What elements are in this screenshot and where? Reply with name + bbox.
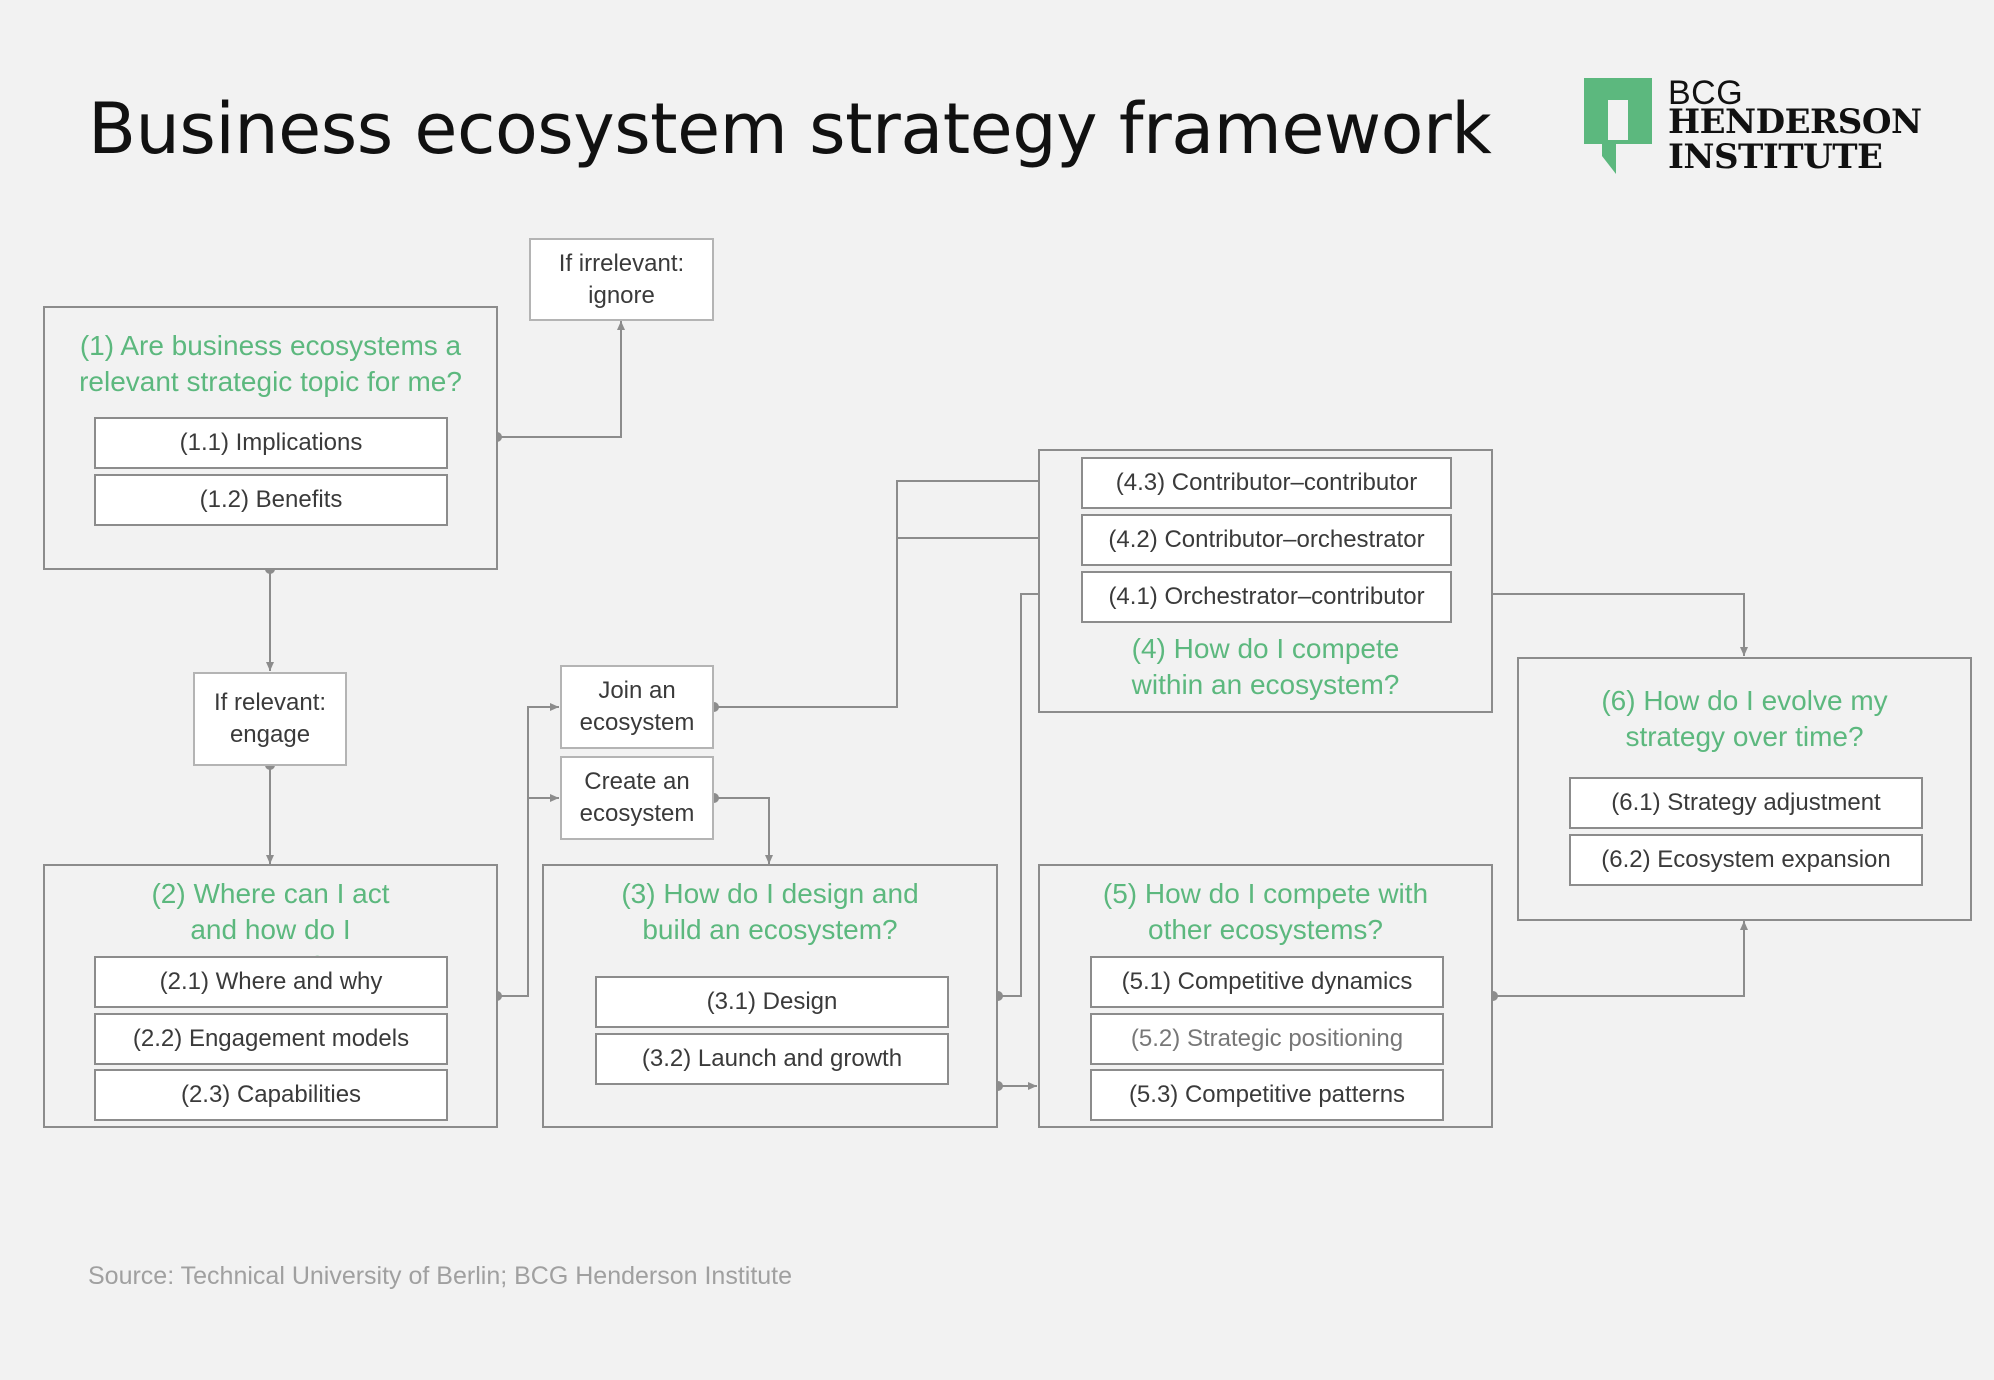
bcg-henderson-logo: BCG HENDERSON INSTITUTE bbox=[1584, 74, 1924, 184]
create-ecosystem-label: Create an ecosystem bbox=[579, 768, 695, 827]
page-title: Business ecosystem strategy framework bbox=[88, 88, 1492, 170]
item-6-1: (6.1) Strategy adjustment bbox=[1569, 777, 1923, 829]
item-1-1: (1.1) Implications bbox=[94, 417, 448, 469]
logo-text-bcg: BCG bbox=[1668, 74, 1744, 112]
box-1-relevance: (1) Are business ecosystems a relevant s… bbox=[43, 306, 498, 570]
if-relevant-box: If relevant: engage bbox=[193, 672, 347, 766]
box-5-question: (5) How do I compete with other ecosyste… bbox=[1102, 878, 1429, 945]
logo-mark-icon bbox=[1584, 78, 1652, 174]
item-5-1: (5.1) Competitive dynamics bbox=[1090, 956, 1444, 1008]
item-1-2: (1.2) Benefits bbox=[94, 474, 448, 526]
box-1-question: (1) Are business ecosystems a relevant s… bbox=[79, 330, 462, 397]
item-2-1: (2.1) Where and why bbox=[94, 956, 448, 1008]
box-5-compete-other: (5) How do I compete with other ecosyste… bbox=[1038, 864, 1493, 1128]
join-ecosystem-label: Join an ecosystem bbox=[579, 677, 695, 736]
source-note: Source: Technical University of Berlin; … bbox=[88, 1262, 793, 1290]
connector-box2-join bbox=[497, 703, 559, 997]
item-4-3: (4.3) Contributor–contributor bbox=[1081, 457, 1452, 509]
connector-box1-irrelevant bbox=[497, 321, 625, 438]
item-5-3: (5.3) Competitive patterns bbox=[1090, 1069, 1444, 1121]
box-6-question: (6) How do I evolve my strategy over tim… bbox=[1601, 685, 1888, 752]
if-relevant-label: If relevant: engage bbox=[213, 689, 327, 748]
item-4-2: (4.2) Contributor–orchestrator bbox=[1081, 514, 1452, 566]
box-2-where-engage: (2) Where can I act and how do I engage?… bbox=[43, 864, 498, 1128]
item-3-2: (3.2) Launch and growth bbox=[595, 1033, 949, 1085]
connector-4-1-box6 bbox=[1450, 593, 1748, 656]
logo-text-henderson-institute: HENDERSON INSTITUTE bbox=[1668, 105, 1922, 175]
item-6-2: (6.2) Ecosystem expansion bbox=[1569, 834, 1923, 886]
logo-text-institute: INSTITUTE bbox=[1668, 137, 1883, 177]
logo-text-henderson: HENDERSON bbox=[1668, 102, 1922, 142]
box-3-design-build: (3) How do I design and build an ecosyst… bbox=[542, 864, 998, 1128]
create-ecosystem-box: Create an ecosystem bbox=[560, 756, 714, 840]
box-3-question: (3) How do I design and build an ecosyst… bbox=[621, 878, 919, 945]
item-3-1: (3.1) Design bbox=[595, 976, 949, 1028]
item-5-2: (5.2) Strategic positioning bbox=[1090, 1013, 1444, 1065]
connector-box5-box6 bbox=[1493, 921, 1748, 997]
join-ecosystem-box: Join an ecosystem bbox=[560, 665, 714, 749]
box-4-compete-within: (4.3) Contributor–contributor (4.2) Cont… bbox=[1038, 449, 1493, 713]
if-irrelevant-box: If irrelevant: ignore bbox=[529, 238, 714, 321]
item-2-3: (2.3) Capabilities bbox=[94, 1069, 448, 1121]
connector-join-4-3 bbox=[714, 477, 1078, 708]
box-4-question: (4) How do I compete within an ecosystem… bbox=[1131, 633, 1400, 700]
item-4-1: (4.1) Orchestrator–contributor bbox=[1081, 571, 1452, 623]
if-irrelevant-label: If irrelevant: ignore bbox=[558, 249, 685, 309]
item-2-2: (2.2) Engagement models bbox=[94, 1013, 448, 1065]
box-6-evolve: (6) How do I evolve my strategy over tim… bbox=[1517, 657, 1972, 921]
box-2-question: (2) Where can I act and how do I engage? bbox=[151, 878, 390, 981]
connector-create-box3 bbox=[714, 797, 773, 864]
